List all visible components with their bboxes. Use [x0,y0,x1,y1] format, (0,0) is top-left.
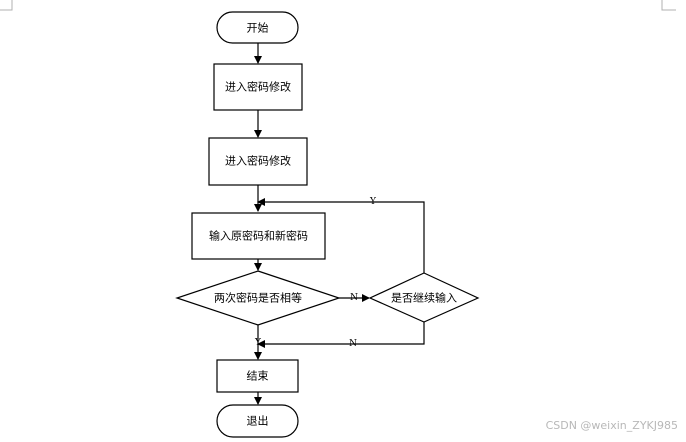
node-start-label: 开始 [247,21,269,35]
edge-continue-yes-loop [257,198,425,273]
node-input-label: 输入原密码和新密码 [209,229,308,243]
node-step2-label: 进入密码修改 [225,154,291,168]
node-start: 开始 [216,11,299,44]
node-step1: 进入密码修改 [213,63,303,111]
edge-continue-no-to-finish [257,322,425,348]
edge-label-continue-no: N [349,339,357,349]
page-corner-mark-left [0,0,13,11]
edge-label-compare-yes: Y [254,338,262,348]
edge-label-compare-no: N [350,293,358,303]
node-step2: 进入密码修改 [208,137,308,186]
node-exit-label: 退出 [247,414,269,428]
node-compare-label: 两次密码是否相等 [214,291,302,305]
edge-label-continue-yes: Y [369,197,377,207]
page-corner-mark-right [661,0,676,11]
node-compare: 两次密码是否相等 [175,270,341,326]
node-step1-label: 进入密码修改 [225,80,291,94]
watermark-text: CSDN @weixin_ZYKJ985 [545,419,678,432]
node-finish: 结束 [216,359,299,393]
node-finish-label: 结束 [247,370,269,383]
node-exit: 退出 [216,404,299,438]
node-continue: 是否继续输入 [368,272,480,323]
node-input: 输入原密码和新密码 [191,212,326,260]
node-continue-label: 是否继续输入 [391,291,457,305]
